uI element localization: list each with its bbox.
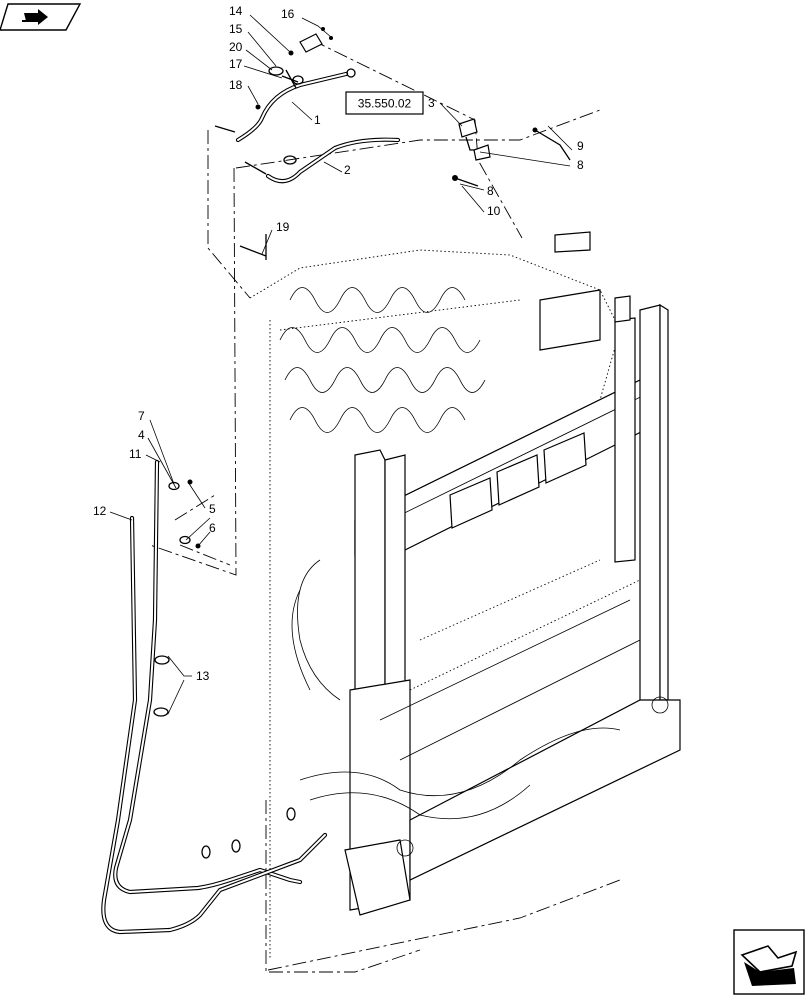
- callout-13: 13: [196, 669, 210, 683]
- callout-18: 18: [229, 78, 243, 92]
- callout-16: 16: [281, 7, 295, 21]
- hose-part-2: [244, 137, 401, 184]
- pipe-part-12: [101, 515, 328, 935]
- callout-6: 6: [209, 521, 216, 535]
- callout-1: 1: [314, 113, 321, 127]
- reference-box[interactable]: 35.550.02: [345, 91, 424, 115]
- callout-17: 17: [229, 57, 243, 71]
- machine-frame: [249, 231, 681, 960]
- leader-lines: [109, 14, 573, 715]
- pipe-part-11: [113, 459, 303, 895]
- callout-19: 19: [276, 220, 290, 234]
- pin-part-19: [239, 234, 267, 260]
- switch-part-3: [458, 118, 491, 161]
- callout-4: 4: [138, 428, 145, 442]
- callout-3: 3: [428, 96, 435, 110]
- callout-7: 7: [138, 409, 145, 423]
- callout-12: 12: [93, 504, 107, 518]
- callout-14: 14: [229, 4, 243, 18]
- callout-labels: 14 16 15 20 17 18 1 2 3 9 8 8 10 19 7 4 …: [93, 4, 584, 683]
- callout-9: 9: [577, 139, 584, 153]
- callout-15: 15: [229, 22, 243, 36]
- fittings-4-7: [153, 479, 296, 859]
- next-page-arrow-icon[interactable]: [733, 929, 805, 995]
- fitting-cluster: [255, 27, 333, 110]
- callout-5: 5: [209, 502, 216, 516]
- callout-8-left: 8: [487, 184, 494, 198]
- callout-20: 20: [229, 40, 243, 54]
- hose-part-1: [214, 68, 356, 143]
- book-arrow-icon[interactable]: [0, 3, 82, 31]
- bolt-parts-8-10: [452, 127, 571, 187]
- callout-10: 10: [487, 204, 501, 218]
- callout-11: 11: [129, 447, 142, 461]
- reference-label: 35.550.02: [358, 97, 412, 111]
- callout-8-right: 8: [577, 158, 584, 172]
- callout-2: 2: [344, 163, 351, 177]
